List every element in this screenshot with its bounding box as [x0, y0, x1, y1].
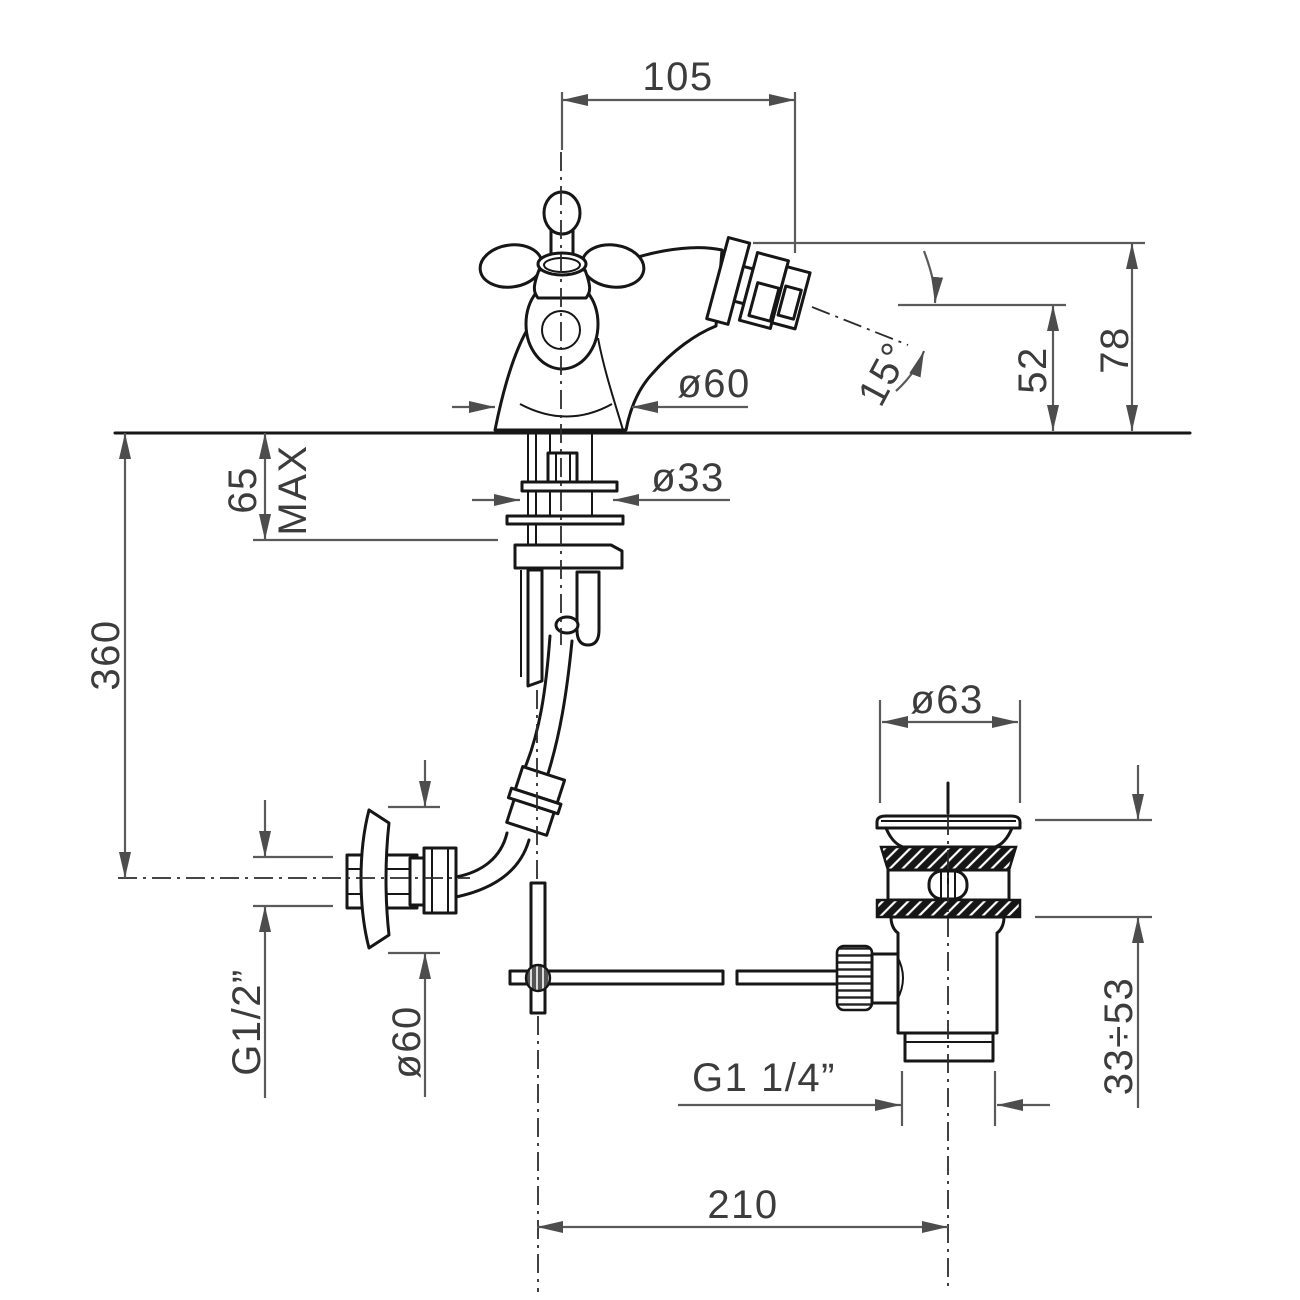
- pop-up-waste: [835, 814, 1022, 1063]
- dim-body-diameter: ø60: [452, 362, 750, 413]
- dim-outlet-height: 52: [1011, 305, 1059, 431]
- dim-wall-flange: ø60: [385, 760, 440, 1097]
- dim-label-height: 78: [1093, 326, 1137, 374]
- dim-supply-thread: G1/2”: [225, 800, 333, 1098]
- wall-fitting: [345, 808, 458, 950]
- dim-label-angle: 15°: [850, 335, 919, 413]
- dim-label-supply-drop: 360: [84, 619, 128, 690]
- dim-label-shank-diameter: ø33: [651, 456, 724, 500]
- deck-reference-lines: [113, 241, 1192, 542]
- dim-label-deck-thickness-note: MAX: [271, 444, 315, 535]
- waste-adjust-knob: [835, 944, 874, 1012]
- dim-label-outlet-height: 52: [1011, 346, 1055, 394]
- pop-up-rod-upper: [520, 568, 601, 688]
- dim-label-spout-reach: 105: [642, 55, 713, 99]
- dim-outlet-angle: 15°: [850, 250, 944, 413]
- dimensions: 105 78 52 15° ø60 ø33 65 MAX: [84, 55, 1152, 1233]
- dim-waste-flange: ø63: [878, 678, 1022, 803]
- dim-label-waste-flange: ø63: [910, 678, 983, 722]
- dim-clamping-range: 33÷53: [1035, 765, 1152, 1108]
- cross-handle: [478, 190, 646, 371]
- dim-label-clamping-range: 33÷53: [1097, 977, 1141, 1095]
- dim-waste-thread: G1 1/4”: [678, 1056, 1050, 1126]
- bidet-tap: [345, 190, 842, 1015]
- spray-outlet: [705, 236, 812, 331]
- dim-spout-reach: 105: [560, 55, 797, 253]
- mounting-shank: [505, 433, 625, 570]
- dim-label-supply-thread: G1/2”: [225, 968, 269, 1076]
- dim-shank-diameter: ø33: [472, 456, 730, 506]
- dim-label-waste-thread: G1 1/4”: [692, 1056, 836, 1100]
- dim-deck-thickness: 65 MAX: [221, 433, 315, 540]
- dim-label-body-diameter: ø60: [677, 362, 750, 406]
- dim-label-centre-distance: 210: [707, 1183, 778, 1227]
- dim-label-wall-flange: ø60: [385, 1005, 429, 1078]
- pop-up-linkage: [508, 881, 842, 1015]
- dim-supply-drop: 360: [84, 433, 131, 878]
- dim-centre-distance: 210: [537, 1183, 948, 1233]
- dim-label-deck-thickness: 65: [221, 466, 265, 514]
- centerlines: [118, 152, 950, 1292]
- dim-height-above-deck: 78: [1093, 243, 1138, 431]
- supply-tube: [454, 634, 574, 899]
